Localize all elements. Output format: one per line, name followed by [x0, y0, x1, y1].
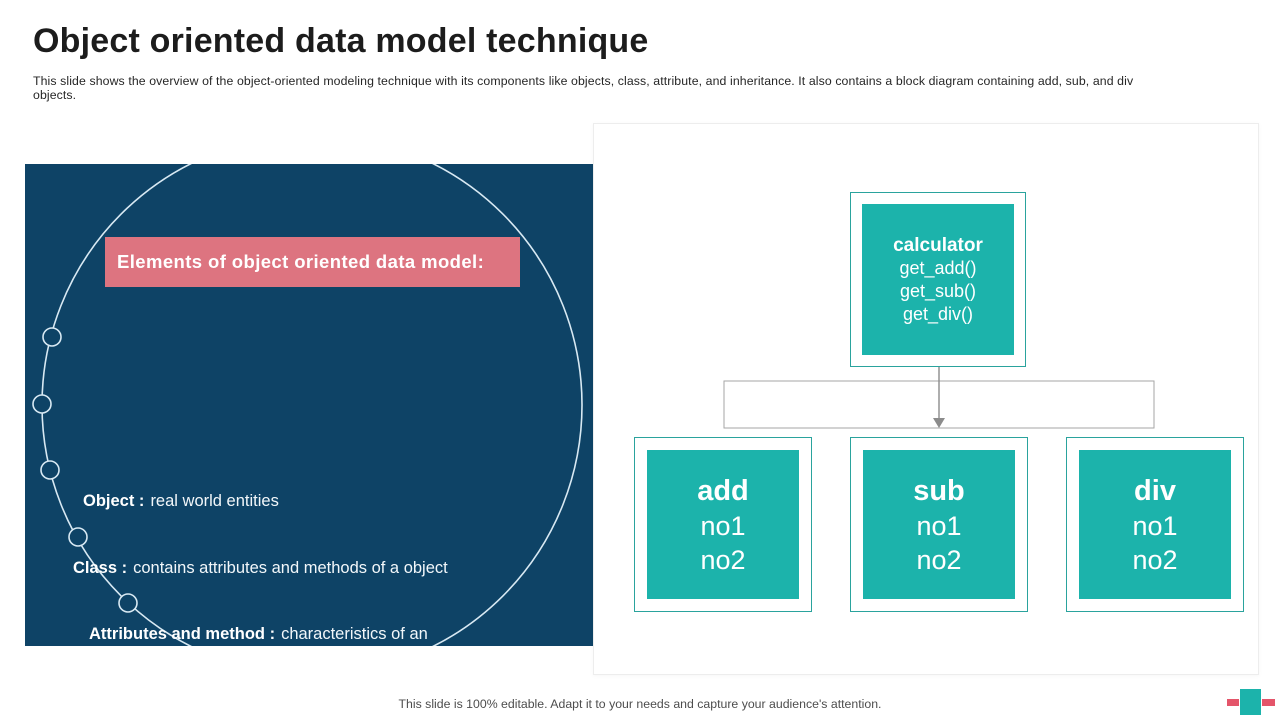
bullet-desc: characteristics of an: [281, 625, 428, 643]
bullet-term: Object :: [83, 492, 145, 510]
bullet-marker-icon: [68, 527, 88, 547]
node-method: get_div(): [902, 303, 974, 324]
slide-subtitle: This slide shows the overview of the obj…: [33, 74, 1134, 102]
node-field: no2: [700, 544, 746, 575]
elements-banner: Elements of object oriented data model:: [105, 237, 520, 287]
logo-square-icon: [1240, 689, 1261, 715]
node-title: div: [1134, 474, 1176, 507]
bullet-marker-icon: [118, 593, 138, 613]
div-node: div no1 no2: [1066, 437, 1244, 612]
bullet-item-object: Object : real world entities: [83, 488, 279, 514]
bullet-desc: contains attributes and methods of a obj…: [133, 559, 448, 577]
node-field: no2: [1132, 544, 1178, 575]
bullet-item-class: Class : contains attributes and methods o…: [73, 555, 448, 581]
sub-node: sub no1 no2: [850, 437, 1028, 612]
diagram-card: calculator get_add() get_sub() get_div()…: [593, 123, 1259, 675]
node-title: calculator: [893, 234, 983, 256]
sub-node-body: sub no1 no2: [863, 450, 1015, 599]
brand-logo: [1225, 688, 1277, 716]
node-method: get_sub(): [899, 280, 977, 301]
div-node-body: div no1 no2: [1079, 450, 1231, 599]
node-title: sub: [913, 474, 965, 507]
bullet-desc: real world entities: [150, 492, 279, 510]
arrowhead-icon: [933, 418, 945, 428]
bullet-marker-icon: [40, 460, 60, 480]
bullet-item-attributes: Attributes and method : characteristics o…: [89, 621, 428, 646]
node-field: no2: [916, 544, 962, 575]
node-field: no1: [916, 510, 962, 541]
bullet-marker-icon: [32, 394, 52, 414]
calculator-node: calculator get_add() get_sub() get_div(): [850, 192, 1026, 367]
logo-right-bar-icon: [1262, 699, 1275, 706]
bullet-term: Class :: [73, 559, 128, 577]
add-node-body: add no1 no2: [647, 450, 799, 599]
node-method: get_add(): [899, 257, 977, 278]
connector-arrow: [723, 367, 1155, 429]
page-title: Object oriented data model technique: [33, 22, 649, 60]
footer-note: This slide is 100% editable. Adapt it to…: [398, 697, 882, 711]
add-node: add no1 no2: [634, 437, 812, 612]
calculator-node-body: calculator get_add() get_sub() get_div(): [862, 204, 1014, 355]
bullet-marker-icon: [42, 327, 62, 347]
elements-panel: Elements of object oriented data model: …: [25, 164, 621, 646]
node-title: add: [697, 474, 749, 507]
node-field: no1: [700, 510, 746, 541]
logo-left-bar-icon: [1227, 699, 1239, 706]
arc-line-decoration: [32, 164, 583, 646]
node-field: no1: [1132, 510, 1178, 541]
bullet-term: Attributes and method :: [89, 625, 276, 643]
